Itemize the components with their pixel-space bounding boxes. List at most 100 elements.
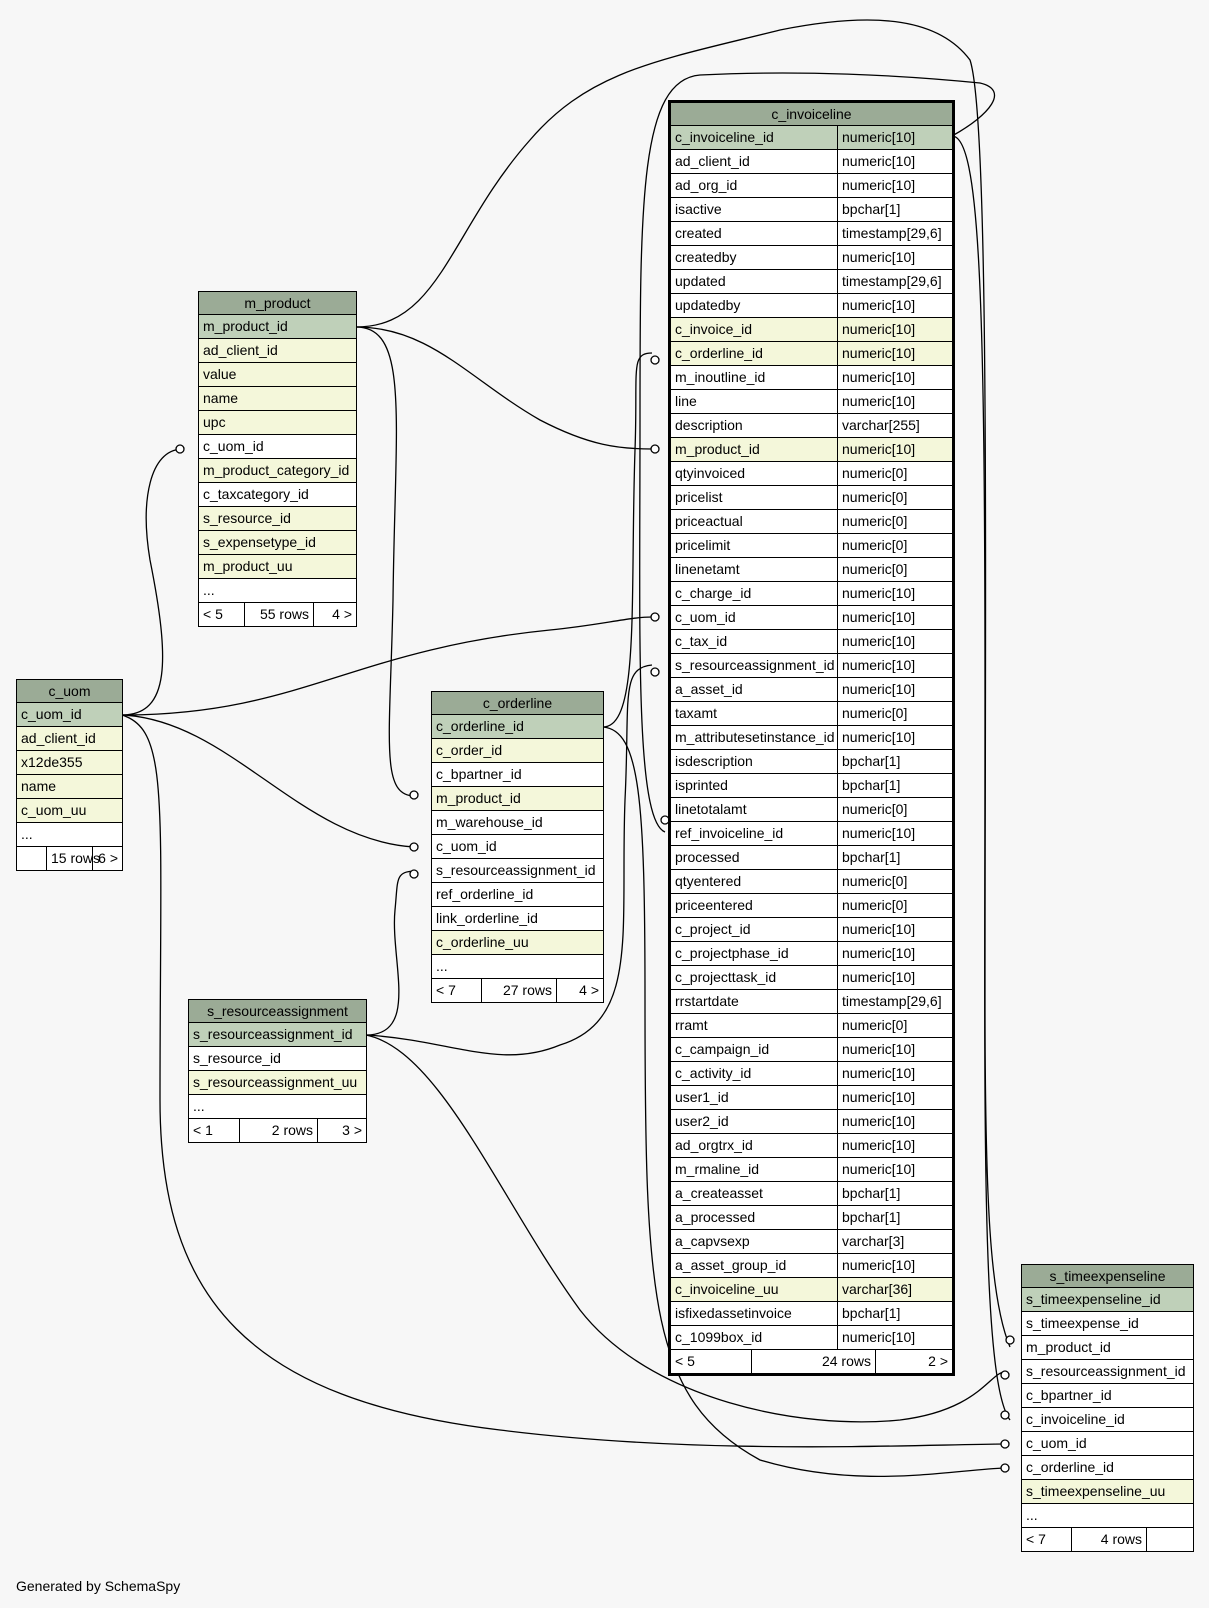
parents-count[interactable]: < 1 (189, 1119, 240, 1142)
children-count[interactable]: 2 > (928, 1353, 948, 1369)
parents-count[interactable]: < 5 (199, 603, 245, 626)
column-row[interactable]: m_product_id (1022, 1336, 1193, 1360)
column-row[interactable]: name (199, 387, 356, 411)
column-row[interactable]: c_orderline_uu (432, 931, 603, 955)
column-row[interactable]: ... (17, 823, 122, 847)
primary-key-row[interactable]: s_resourceassignment_id (189, 1023, 366, 1047)
primary-key-row[interactable]: c_orderline_id (432, 715, 603, 739)
column-row[interactable]: ref_orderline_id (432, 883, 603, 907)
column-row[interactable]: x12de355 (17, 751, 122, 775)
children-count[interactable]: 6 > (98, 850, 118, 866)
column-row[interactable]: c_uom_uu (17, 799, 122, 823)
column-row[interactable]: s_resourceassignment_uu (189, 1071, 366, 1095)
primary-key-row[interactable]: m_product_id (199, 315, 356, 339)
parents-count[interactable] (17, 847, 47, 870)
children-count[interactable] (1147, 1528, 1193, 1551)
table-title[interactable]: s_resourceassignment (189, 1000, 366, 1023)
children-count[interactable]: 4 > (579, 982, 599, 998)
column-row[interactable]: ad_client_id (17, 727, 122, 751)
column-row[interactable]: m_product_id (432, 787, 603, 811)
parents-count[interactable]: < 5 (671, 1350, 752, 1373)
column-row[interactable]: c_uom_id (199, 435, 356, 459)
column-row[interactable]: ad_client_id (199, 339, 356, 363)
column-row[interactable]: s_resourceassignment_id (1022, 1360, 1193, 1384)
children-count[interactable]: 3 > (342, 1122, 362, 1138)
parents-count[interactable]: < 7 (1022, 1528, 1072, 1551)
column-row[interactable]: m_warehouse_id (432, 811, 603, 835)
column-row[interactable]: c_bpartner_id (432, 763, 603, 787)
table-title[interactable]: c_invoiceline (671, 103, 952, 126)
column-row[interactable]: ... (1022, 1504, 1193, 1528)
column-row[interactable]: upc (199, 411, 356, 435)
column-row[interactable]: s_resource_id (189, 1047, 366, 1071)
column-row[interactable]: link_orderline_id (432, 907, 603, 931)
column-row[interactable]: c_uom_id (432, 835, 603, 859)
table-title[interactable]: c_uom (17, 680, 122, 703)
column-row[interactable]: c_order_id (432, 739, 603, 763)
column-row[interactable]: c_bpartner_id (1022, 1384, 1193, 1408)
column-row[interactable]: ... (189, 1095, 366, 1119)
column-row[interactable]: s_expensetype_id (199, 531, 356, 555)
table-title[interactable]: c_orderline (432, 692, 603, 715)
column-row[interactable]: ... (199, 579, 356, 603)
column-row[interactable]: c_taxcategory_id (199, 483, 356, 507)
column-row[interactable]: s_timeexpenseline_uu (1022, 1480, 1193, 1504)
column-row[interactable]: value (199, 363, 356, 387)
primary-key-row[interactable]: s_timeexpenseline_id (1022, 1288, 1193, 1312)
column-row[interactable]: s_resourceassignment_id (432, 859, 603, 883)
column-row[interactable]: c_invoiceline_id (1022, 1408, 1193, 1432)
column-row[interactable]: m_product_uu (199, 555, 356, 579)
column-row[interactable]: name (17, 775, 122, 799)
column-row[interactable]: s_resource_id (199, 507, 356, 531)
